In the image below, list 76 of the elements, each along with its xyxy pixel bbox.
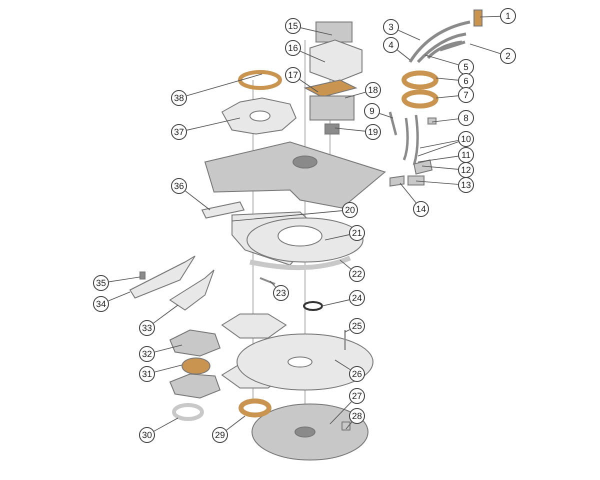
leader-line	[470, 44, 501, 54]
leader-line	[232, 210, 342, 222]
leader-line	[379, 113, 394, 118]
leader-line	[398, 30, 420, 40]
leader-line	[322, 299, 350, 306]
leader-line	[422, 166, 458, 170]
callout-number: 24	[349, 290, 365, 306]
leader-line	[424, 54, 459, 66]
callout-number: 17	[285, 67, 301, 83]
leader-line	[436, 78, 458, 81]
leader-line	[154, 344, 182, 352]
callout-number: 18	[365, 82, 381, 98]
callout-number: 13	[458, 177, 474, 193]
leader-line	[154, 418, 178, 432]
leader-line	[153, 304, 178, 324]
leader-line	[344, 92, 366, 98]
callout-number: 1	[500, 8, 516, 24]
leader-line	[416, 180, 458, 185]
callout-number: 19	[365, 124, 381, 140]
callout-number: 8	[458, 110, 474, 126]
callout-number: 32	[139, 346, 155, 362]
leader-line	[418, 156, 458, 162]
callout-number: 15	[285, 18, 301, 34]
callout-number: 29	[212, 427, 228, 443]
leader-line	[396, 50, 410, 60]
leader-line	[184, 190, 210, 210]
callout-number: 2	[500, 48, 516, 64]
callout-number: 7	[458, 87, 474, 103]
callout-number: 3	[383, 19, 399, 35]
leader-line	[346, 422, 352, 430]
leader-line	[344, 329, 350, 332]
callout-number: 27	[349, 388, 365, 404]
leader-line	[324, 234, 350, 240]
leader-line	[154, 364, 182, 372]
callout-number: 28	[349, 408, 365, 424]
callout-number: 35	[93, 275, 109, 291]
callout-number: 38	[171, 90, 187, 106]
callout-number: 5	[458, 59, 474, 75]
leader-line	[300, 50, 326, 62]
leader-line	[436, 95, 458, 98]
leader-line	[226, 416, 246, 431]
leader-line	[400, 182, 416, 204]
leader-line	[186, 118, 240, 131]
leader-line	[418, 141, 459, 156]
leader-line	[334, 128, 366, 132]
callout-number: 16	[285, 40, 301, 56]
callout-number: 31	[139, 366, 155, 382]
callout-number: 6	[458, 73, 474, 89]
callout-number: 25	[349, 318, 365, 334]
leader-line	[186, 74, 262, 96]
callout-number: 10	[458, 131, 474, 147]
leader-line	[340, 260, 352, 270]
callout-number: 36	[171, 178, 187, 194]
leader-line	[300, 27, 332, 36]
leader-line	[299, 79, 318, 92]
callout-number: 22	[349, 266, 365, 282]
callout-number: 14	[413, 201, 429, 217]
leader-line	[108, 292, 130, 302]
leader-line	[480, 16, 500, 18]
leader-line	[108, 276, 140, 282]
callout-number: 21	[349, 225, 365, 241]
callout-number: 4	[383, 37, 399, 53]
callout-number: 11	[458, 147, 474, 163]
callout-number: 20	[342, 202, 358, 218]
callout-number: 30	[139, 427, 155, 443]
callout-number: 33	[139, 320, 155, 336]
callout-number: 23	[273, 285, 289, 301]
callout-number: 37	[171, 124, 187, 140]
leader-line	[334, 360, 351, 370]
callout-number: 12	[458, 162, 474, 178]
callout-number: 9	[364, 103, 380, 119]
callout-number: 34	[93, 296, 109, 312]
leader-line	[432, 118, 458, 122]
leader-line	[270, 280, 276, 288]
leader-line	[420, 140, 458, 148]
leader-line	[330, 401, 352, 424]
